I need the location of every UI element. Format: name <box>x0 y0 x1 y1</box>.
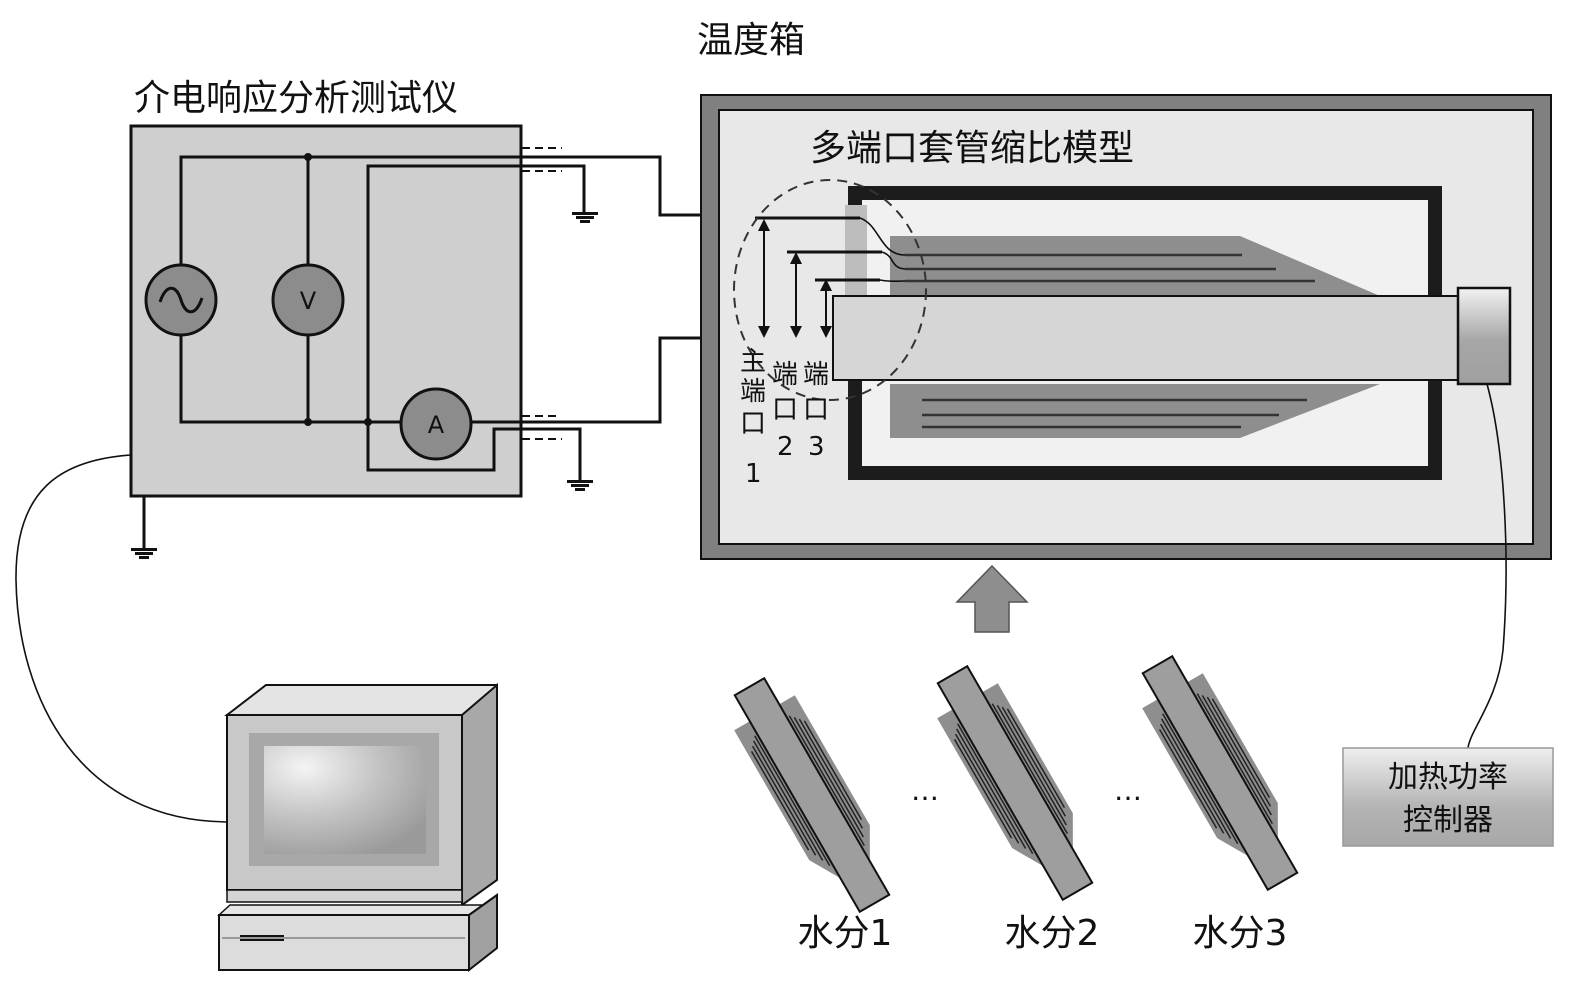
circuit-wire <box>179 155 310 296</box>
circuit-wire-bottom <box>179 296 400 424</box>
analyzer-title: 介电响应分析测试仪 <box>134 78 458 119</box>
shield-wire-bottom <box>366 422 582 480</box>
node-dot <box>304 418 312 426</box>
svg-text:主: 主 <box>740 347 766 377</box>
moisture-label-1: 水分1 <box>798 913 893 954</box>
port-2-lead <box>881 251 906 270</box>
moisture-sample-bushing-icon <box>936 664 1094 902</box>
chamber-title: 温度箱 <box>697 20 805 61</box>
heater-controller-label-2: 控制器 <box>1403 803 1493 838</box>
flange <box>845 205 867 295</box>
ac-source-icon <box>144 263 218 337</box>
model-title: 多端口套管缩比模型 <box>810 128 1134 169</box>
svg-text:端: 端 <box>740 377 766 407</box>
ammeter-icon: A <box>399 387 473 461</box>
svg-text:口: 口 <box>740 409 766 439</box>
bushing-insulation-lower <box>890 384 1380 438</box>
temperature-chamber: 温度箱 多端口套管缩比模型 <box>697 20 1552 560</box>
svg-text:2: 2 <box>777 432 794 462</box>
node-dot <box>304 153 312 161</box>
port-1-lead <box>755 217 906 256</box>
moisture-label-3: 水分3 <box>1193 913 1288 954</box>
ellipsis-2: … <box>1114 774 1142 807</box>
ammeter-symbol: A <box>428 411 445 439</box>
voltmeter-icon: V <box>271 263 345 337</box>
dielectric-analyzer: 介电响应分析测试仪 V A <box>129 78 860 559</box>
svg-text:1: 1 <box>745 459 762 489</box>
port-3-lead <box>879 279 906 283</box>
shield-dash-marks <box>522 147 562 440</box>
shield-wire-top <box>366 164 586 422</box>
svg-text:端: 端 <box>803 360 829 390</box>
heater-cable <box>1467 383 1507 749</box>
moisture-label-2: 水分2 <box>1005 913 1100 954</box>
moisture-sample-bushing-icon <box>733 676 891 914</box>
heater-terminal <box>1456 286 1512 386</box>
port-1-label: 主 端 口 1 <box>740 347 766 489</box>
voltmeter-symbol: V <box>300 287 317 315</box>
port-2-label: 端 口 2 <box>772 360 798 462</box>
ground-icon <box>567 480 593 491</box>
ports-highlight-ellipse <box>733 179 927 401</box>
ground-icon <box>131 548 157 559</box>
ellipsis-1: … <box>911 774 939 807</box>
svg-text:端: 端 <box>772 360 798 390</box>
moisture-sample-bushing-icon <box>1141 654 1299 892</box>
svg-text:口: 口 <box>772 395 798 425</box>
foil-layers <box>905 253 1315 429</box>
ground-icon <box>572 212 598 223</box>
svg-text:3: 3 <box>808 432 825 462</box>
svg-text:口: 口 <box>803 395 829 425</box>
port-3-label: 端 口 3 <box>803 360 829 462</box>
heater-controller: 加热功率 控制器 <box>1342 747 1554 847</box>
insert-arrow-icon <box>955 564 1029 633</box>
data-cable <box>15 454 227 823</box>
central-conductor <box>832 295 1464 381</box>
node-dot <box>364 418 372 426</box>
heater-controller-label-1: 加热功率 <box>1388 760 1508 795</box>
computer-icon <box>217 682 498 973</box>
